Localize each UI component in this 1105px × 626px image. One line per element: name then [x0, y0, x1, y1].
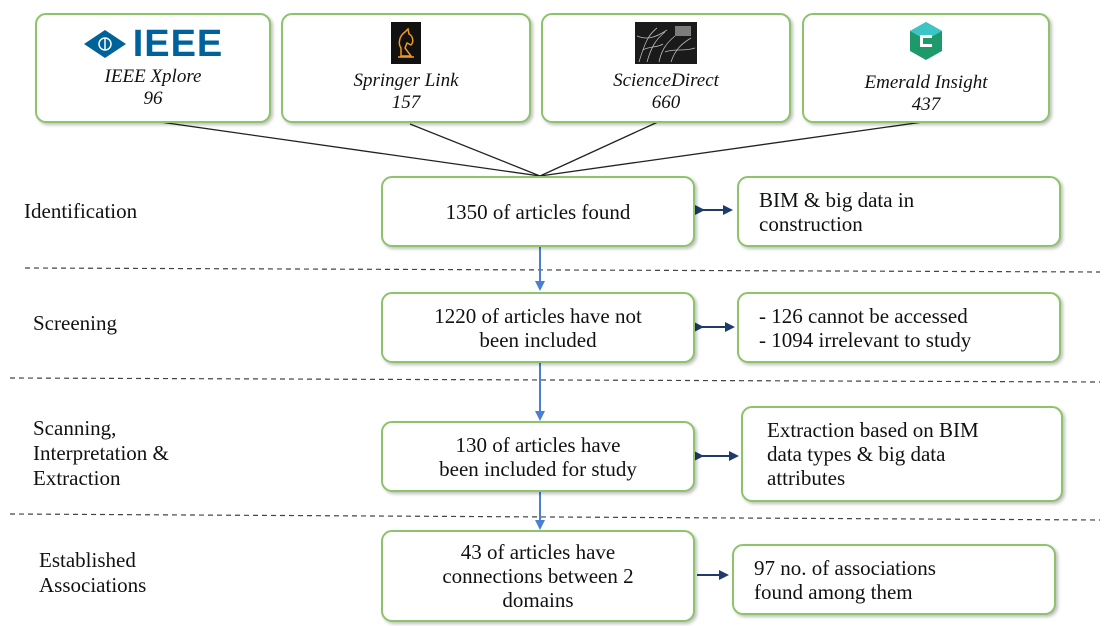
source-name: Springer Link	[353, 70, 459, 91]
emerald-logo-icon	[909, 21, 943, 66]
source-name: Emerald Insight	[864, 71, 988, 93]
source-box-sciencedirect: ScienceDirect 660	[541, 13, 791, 123]
side-box-screening: - 126 cannot be accessed - 1094 irreleva…	[737, 292, 1061, 363]
side-box-identification: BIM & big data in construction	[737, 176, 1061, 247]
source-box-emerald: Emerald Insight 437	[802, 13, 1050, 123]
main-box-screening: 1220 of articles have not been included	[381, 292, 695, 363]
stage-label-identification: Identification	[24, 199, 138, 223]
stage-label-screening: Screening	[33, 311, 117, 335]
ieee-logo-text: IEEE	[132, 23, 224, 65]
source-count: 96	[143, 88, 163, 109]
source-name: IEEE Xplore	[104, 66, 202, 87]
source-box-ieee: IEEE IEEE Xplore 96	[35, 13, 271, 123]
side-box-scanning: Extraction based on BIM data types & big…	[741, 406, 1063, 502]
main-box-associations: 43 of articles have connections between …	[381, 530, 695, 622]
source-count: 437	[911, 93, 941, 115]
sciencedirect-logo-icon	[635, 22, 697, 64]
side-arrows	[694, 205, 739, 580]
main-box-scanning: 130 of articles have been included for s…	[381, 421, 695, 492]
side-box-associations: 97 no. of associations found among them	[732, 544, 1056, 615]
source-name: ScienceDirect	[613, 70, 719, 91]
source-box-springer: Springer Link 157	[281, 13, 531, 123]
ieee-logo-icon: IEEE	[83, 23, 224, 65]
main-box-identification: 1350 of articles found	[381, 176, 695, 247]
source-count: 157	[391, 92, 421, 113]
source-converge-lines	[159, 120, 931, 177]
stage-separators	[9, 267, 1101, 521]
stage-label-associations: Established Associations	[39, 548, 147, 597]
stage-label-scanning: Scanning, Interpretation & Extraction	[33, 416, 169, 490]
springer-logo-icon	[391, 22, 421, 64]
source-count: 660	[651, 92, 681, 113]
